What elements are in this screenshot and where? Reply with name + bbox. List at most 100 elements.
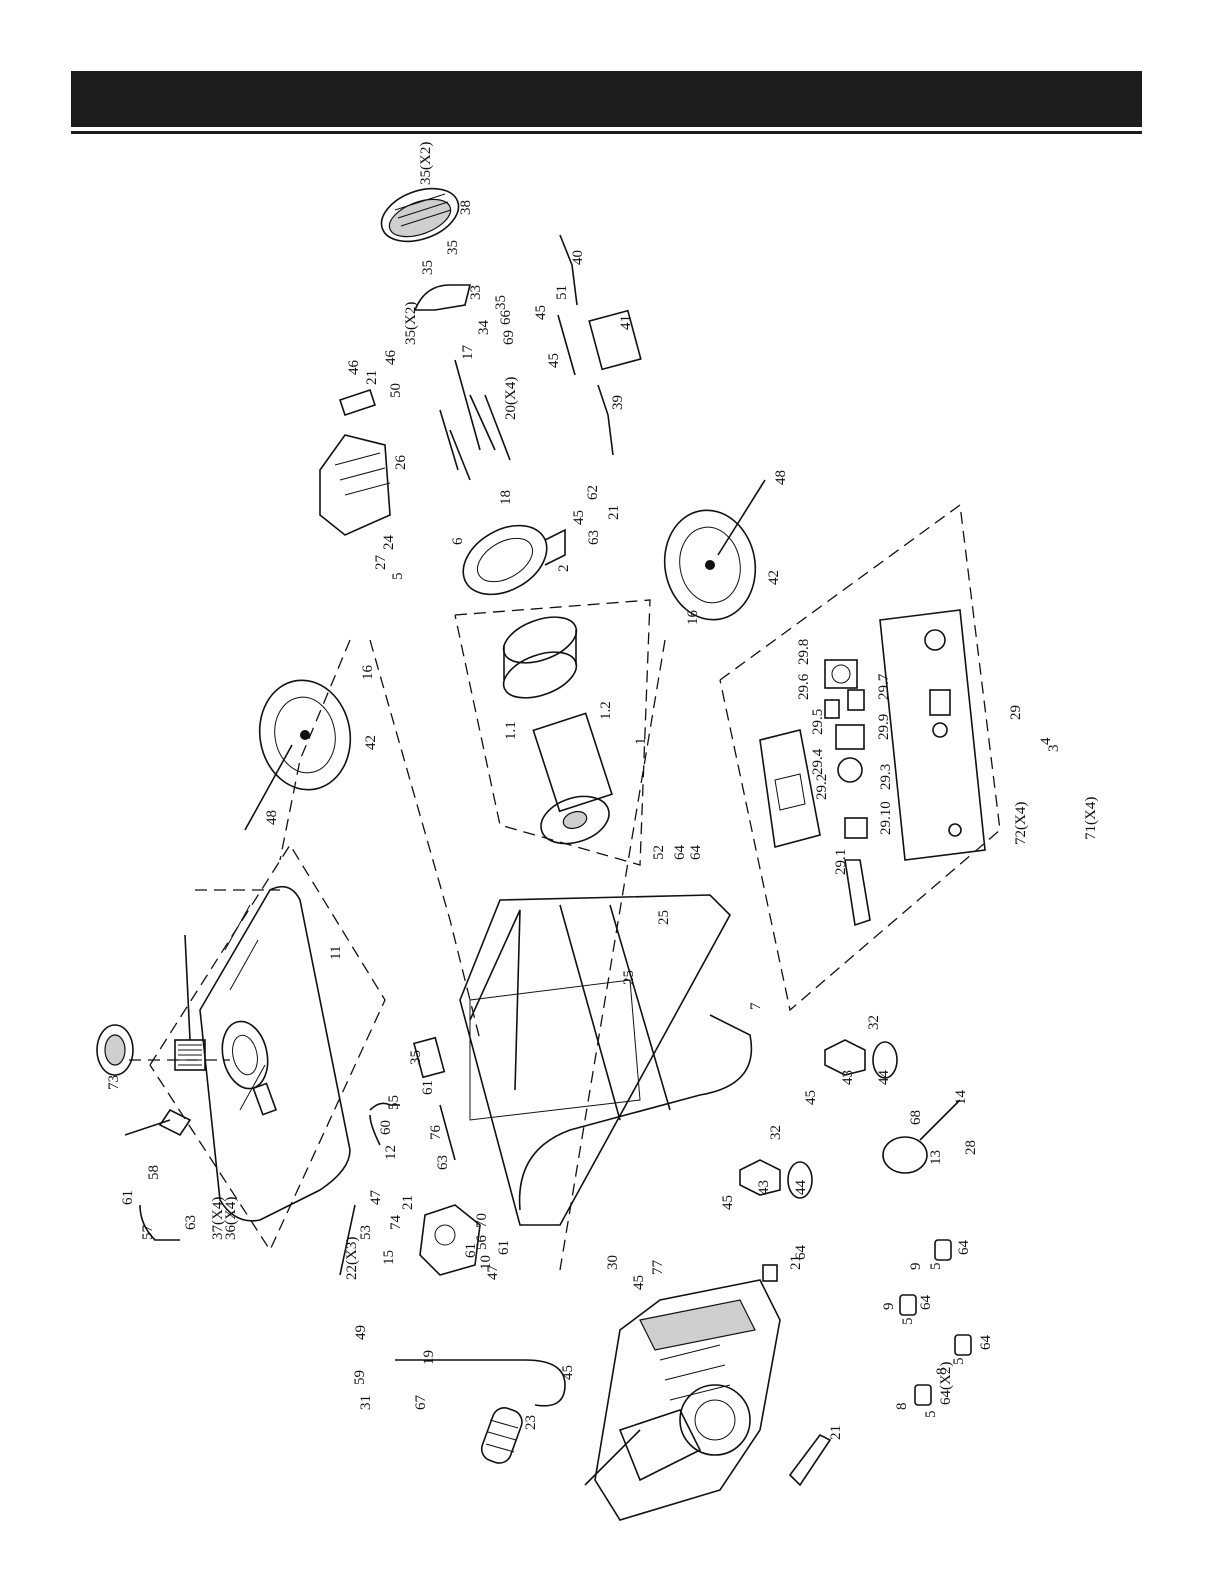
grip-67: [480, 1407, 523, 1464]
part-number-label: 8: [894, 1403, 910, 1411]
part-number-label: 22(X3): [344, 1237, 360, 1280]
part-number-label: 29.2: [814, 774, 830, 800]
part-number-label: 61: [463, 1243, 479, 1258]
part-number-label: 64: [672, 845, 688, 861]
wheel-left: [244, 679, 352, 831]
part-number-label: 63: [435, 1155, 451, 1170]
part-number-label: 21: [400, 1195, 416, 1210]
fuel-hoses: [139, 1036, 456, 1241]
part-number-label: 26: [393, 455, 409, 471]
part-number-label: 61: [496, 1240, 512, 1255]
part-number-label: 32: [768, 1125, 784, 1140]
part-number-label: 29.7: [876, 673, 892, 700]
part-number-label: 21: [828, 1425, 844, 1440]
part-number-label: 58: [146, 1165, 162, 1180]
part-number-label: 35: [420, 260, 436, 275]
part-number-label: 17: [460, 345, 476, 361]
part-number-label: 18: [498, 490, 514, 505]
part-number-label: 25: [621, 970, 637, 985]
part-number-label: 48: [264, 810, 280, 825]
part-number-label: 59: [352, 1370, 368, 1385]
part-number-label: 35(X2): [403, 302, 419, 345]
part-number-label: 9: [908, 1263, 924, 1271]
bracket-77: [762, 1264, 778, 1282]
battery-cables: [557, 234, 642, 456]
part-number-label: 61: [420, 1080, 436, 1095]
part-number-label: 45: [546, 353, 562, 368]
part-number-label: 16: [685, 610, 701, 626]
mount-lower: [739, 1159, 813, 1199]
part-number-label: 21: [364, 370, 380, 385]
part-number-label: 29: [1008, 705, 1024, 720]
part-number-label: 39: [610, 395, 626, 410]
part-number-label: 27: [373, 555, 389, 571]
part-number-label: 47: [368, 1190, 384, 1206]
part-number-label: 29.8: [796, 639, 812, 665]
part-number-label: 67: [413, 1395, 429, 1411]
fuel-cap: [96, 1024, 134, 1076]
part-number-label: 45: [631, 1275, 647, 1290]
part-number-label: 47: [485, 1265, 501, 1281]
part-number-label: 41: [618, 315, 634, 330]
part-number-label: 35: [408, 1050, 424, 1065]
part-number-label: 35: [445, 240, 461, 255]
part-number-label: 5: [900, 1318, 916, 1326]
stator: [502, 616, 578, 699]
part-number-label: 10: [478, 1255, 494, 1270]
part-number-label: 30: [605, 1255, 621, 1270]
part-number-label: 64: [956, 1240, 972, 1256]
part-number-label: 76: [428, 1125, 444, 1141]
part-number-label: 62: [585, 485, 601, 500]
part-number-label: 48: [773, 470, 789, 485]
part-number-label: 37(X4): [210, 1197, 226, 1240]
part-number-label: 14: [953, 1090, 969, 1106]
part-number-label: 21: [788, 1255, 804, 1270]
part-number-label: 70: [474, 1213, 490, 1228]
part-number-label: 35(X2): [418, 142, 434, 185]
bracket-23: [788, 1433, 832, 1487]
bracket-50: [338, 388, 377, 417]
part-number-label: 52: [651, 845, 667, 860]
part-number-label: 44: [793, 1180, 809, 1196]
part-number-label: 53: [358, 1225, 374, 1240]
part-number-label: 32: [866, 1015, 882, 1030]
part-number-label: 29.9: [876, 714, 892, 740]
part-number-label: 74: [388, 1215, 404, 1231]
fuel-filter: [174, 934, 206, 1071]
part-number-label: 1: [633, 738, 649, 746]
air-filter-cover: [380, 187, 460, 243]
part-number-label: 29.4: [810, 748, 826, 775]
part-number-label: 40: [570, 250, 586, 265]
part-number-label: 64: [918, 1295, 934, 1311]
ignition-switch: [882, 1099, 961, 1174]
part-number-label: 8: [934, 1368, 950, 1376]
part-number-label: 4: [1038, 737, 1054, 745]
part-number-label: 56: [474, 1235, 490, 1251]
part-number-label: 45: [533, 305, 549, 320]
part-number-label: 57: [140, 1225, 156, 1241]
part-number-label: 29.6: [796, 673, 812, 700]
part-number-label: 5: [390, 573, 406, 581]
part-number-label: 25: [656, 910, 672, 925]
part-number-label: 68: [908, 1110, 924, 1125]
part-number-label: 35: [493, 295, 509, 310]
part-number-label: 51: [554, 285, 570, 300]
part-number-label: 34: [476, 320, 492, 336]
tie-rods: [439, 359, 511, 481]
part-number-label: 45: [720, 1195, 736, 1210]
part-number-label: 63: [183, 1215, 199, 1230]
engine: [584, 1279, 781, 1521]
end-cover: [319, 434, 391, 536]
rotor: [532, 712, 613, 845]
part-number-label: 36(X4): [223, 1197, 239, 1240]
part-number-label: 7: [748, 1002, 764, 1010]
part-number-label: 15: [381, 1250, 397, 1265]
part-number-label: 46: [346, 360, 362, 376]
part-number-label: 28: [963, 1140, 979, 1155]
part-number-label: 64: [978, 1335, 994, 1351]
rubber-mounts: [899, 1239, 972, 1406]
part-number-label: 24: [381, 535, 397, 551]
wheel-right: [663, 479, 766, 621]
